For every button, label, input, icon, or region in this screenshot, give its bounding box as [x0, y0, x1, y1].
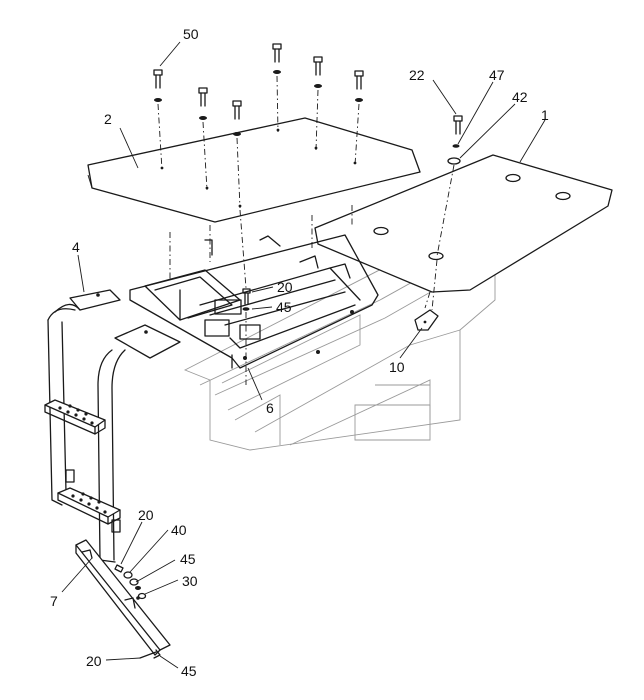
bracket-part-7 [75, 539, 171, 656]
callout-labels: 50 2 22 47 42 1 4 20 45 10 6 20 40 45 30… [50, 26, 549, 679]
callout-22: 22 [409, 67, 425, 83]
bolt-stack-bottom [139, 649, 161, 659]
bolt-stack-part-22 [431, 115, 463, 311]
callout-50: 50 [183, 26, 199, 42]
callout-47: 47 [489, 67, 505, 83]
callout-45-lower: 45 [180, 551, 196, 567]
bolt [313, 56, 323, 151]
callout-7: 7 [50, 593, 58, 609]
callout-20-frame: 20 [277, 279, 293, 295]
callout-10: 10 [389, 359, 405, 375]
clip-part-10 [414, 309, 439, 331]
bolt [153, 69, 164, 171]
callout-20-bottom: 20 [86, 653, 102, 669]
leader-lines [61, 41, 546, 669]
bolt [232, 100, 242, 209]
callout-1: 1 [541, 107, 549, 123]
ladder-part-4 [44, 289, 181, 563]
callout-20-lower: 20 [138, 507, 154, 523]
callout-40: 40 [171, 522, 187, 538]
callout-2: 2 [104, 111, 112, 127]
bolt-stack-frame [239, 209, 251, 385]
bolts-part-50 [153, 43, 364, 209]
seat-frame-part-6 [129, 234, 379, 369]
bolt [272, 43, 282, 133]
callout-45-frame: 45 [276, 299, 292, 315]
callout-4: 4 [72, 239, 80, 255]
bolt [198, 87, 209, 191]
alignment-lines [169, 205, 431, 309]
callout-45-bottom: 45 [181, 663, 197, 679]
bolt [353, 70, 364, 166]
hardware-stack-lower [114, 564, 147, 600]
callout-30: 30 [182, 573, 198, 589]
cover-plate-part-2 [87, 117, 421, 223]
callout-6: 6 [266, 400, 274, 416]
floor-plate-part-1 [314, 154, 613, 293]
callout-42: 42 [512, 89, 528, 105]
